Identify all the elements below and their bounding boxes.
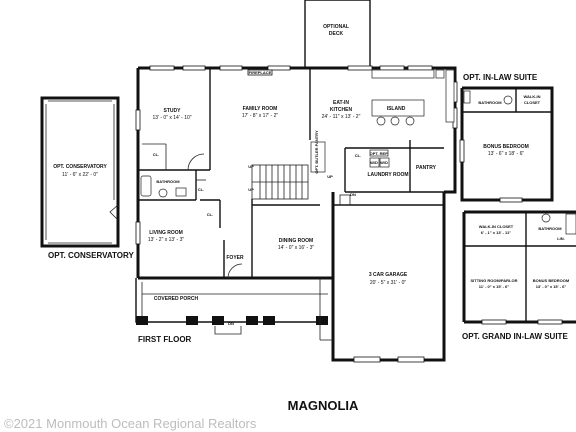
first-floor-plan: DN CL. STUDY 13' - 0" x 14' - 10" BATHRO… xyxy=(135,65,458,363)
living-closet-label: CL. xyxy=(207,212,213,217)
conservatory-plan: OPT. CONSERVATORY 11' - 6" x 22' - 0" xyxy=(40,96,120,248)
pantry-label: PANTRY xyxy=(416,165,437,171)
study-name: STUDY xyxy=(164,108,182,114)
laundry-label: LAUNDRY ROOM xyxy=(367,172,408,178)
laundry-closet-label: CL. xyxy=(355,153,361,158)
suite-walk-in-line1: WALK-IN xyxy=(523,94,540,99)
deck-label-line2: DECK xyxy=(329,31,344,37)
kitchen-line2: KITCHEN xyxy=(330,107,353,113)
study-closet-label: CL. xyxy=(153,152,159,157)
grand-bonus-name: BONUS BEDROOM xyxy=(533,278,570,283)
garage-name: 3 CAR GARAGE xyxy=(369,272,408,278)
living-room-name: LIVING ROOM xyxy=(149,230,183,236)
caption-first-floor: FIRST FLOOR xyxy=(138,335,192,344)
grand-sitting-name: SITTING ROOM/PARLOR xyxy=(470,278,517,283)
kitchen-line1: EAT-IN xyxy=(333,100,349,106)
family-room-name: FAMILY ROOM xyxy=(243,106,278,112)
suite-bonus-name: BONUS BEDROOM xyxy=(483,144,529,150)
family-room-dim: 17' - 8" x 17' - 2" xyxy=(242,113,279,119)
watermark: ©2021 Monmouth Ocean Regional Realtors xyxy=(4,416,257,431)
grand-walk-in-name: WALK-IN CLOSET xyxy=(479,224,514,229)
stair-up-label-1: UP xyxy=(248,164,254,169)
deck-label-line1: OPTIONAL xyxy=(323,24,349,30)
grand-bonus-dim: 13' - 0" x 15' - 6" xyxy=(536,284,567,289)
opt-ref-label: OPT. REF. xyxy=(370,151,389,156)
living-room-dim: 13' - 2" x 13' - 3" xyxy=(148,237,185,243)
grand-bathroom-label: BATHROOM xyxy=(538,226,562,231)
optional-deck: OPTIONAL DECK xyxy=(304,0,371,68)
inlaw-suite-plan: BATHROOM WALK-IN CLOSET BONUS BEDROOM 13… xyxy=(459,86,554,203)
garage-dn-label: DN xyxy=(350,192,356,197)
kitchen-dim: 24' - 11" x 13' - 2" xyxy=(322,114,361,120)
grand-inlaw-suite-plan: WALK-IN CLOSET 6' - 1" x 13' - 11" BATHR… xyxy=(462,210,576,325)
stairs: UP UP UP xyxy=(248,164,333,200)
caption-conservatory: OPT. CONSERVATORY xyxy=(48,251,134,260)
bathroom-label: BATHROOM xyxy=(156,179,180,184)
island-label: ISLAND xyxy=(387,106,406,112)
conservatory-dim: 11' - 6" x 22' - 0" xyxy=(62,172,98,178)
plan-title: MAGNOLIA xyxy=(288,398,359,413)
caption-grand-inlaw: OPT. GRAND IN-LAW SUITE xyxy=(462,332,568,341)
dryer-label: W/D xyxy=(380,160,388,165)
conservatory-name: OPT. CONSERVATORY xyxy=(53,164,107,170)
suite-walk-in-line2: CLOSET xyxy=(524,100,541,105)
porch-dn-label: DN xyxy=(228,321,234,326)
stair-up-label-3: UP xyxy=(327,174,333,179)
covered-porch-label: COVERED PORCH xyxy=(154,296,199,302)
grand-walk-in-dim: 6' - 1" x 13' - 11" xyxy=(481,230,511,235)
grand-sitting-dim: 11' - 0" x 15' - 6" xyxy=(479,284,509,289)
washer-label: W/D xyxy=(370,160,378,165)
foyer-label: FOYER xyxy=(226,255,244,261)
fireplace-label: FIREPLACE xyxy=(249,70,272,75)
stair-up-label-2: UP xyxy=(248,187,254,192)
butler-pantry-label: OPT. BUTLER PANTRY xyxy=(314,130,319,174)
grand-lin-label: LIN. xyxy=(557,236,565,241)
dining-room-name: DINING ROOM xyxy=(279,238,313,244)
caption-inlaw: OPT. IN-LAW SUITE xyxy=(463,73,538,82)
suite-bathroom-label: BATHROOM xyxy=(478,100,502,105)
suite-bonus-dim: 13' - 6" x 18' - 6" xyxy=(488,151,525,157)
bath-closet-label: CL. xyxy=(198,187,204,192)
study-dim: 13' - 0" x 14' - 10" xyxy=(152,115,191,121)
dining-room-dim: 14' - 0" x 16' - 3" xyxy=(278,245,315,251)
garage-dim: 20' - 5" x 31' - 0" xyxy=(370,280,407,286)
